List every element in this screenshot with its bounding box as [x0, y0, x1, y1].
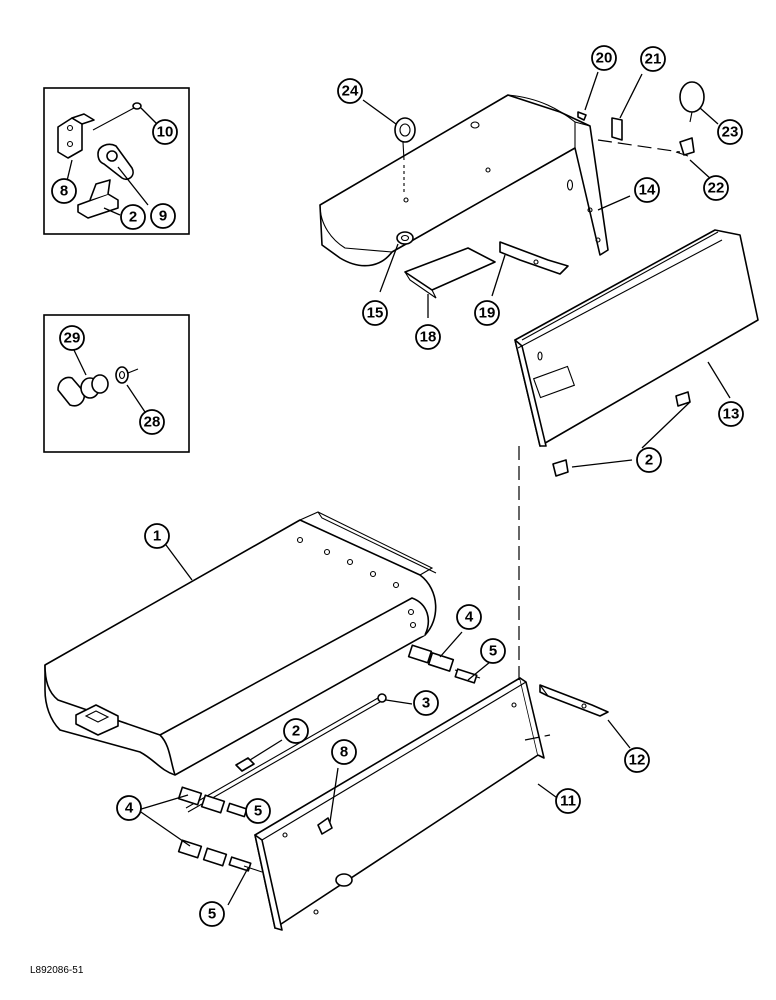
panel-item-13	[514, 229, 759, 477]
drawing-code: L892086-51	[30, 965, 84, 976]
callout-21: 21	[640, 46, 666, 72]
callout-number: 10	[157, 124, 174, 141]
callout-2: 2	[120, 204, 146, 230]
callout-number: 29	[64, 330, 81, 347]
callout-number: 14	[639, 182, 656, 199]
callout-22: 22	[703, 175, 729, 201]
callout-number: 2	[129, 209, 137, 226]
callout-number: 8	[340, 744, 348, 761]
callout-23: 23	[717, 119, 743, 145]
callout-number: 18	[420, 329, 437, 346]
callout-8: 8	[331, 739, 357, 765]
callout-14: 14	[634, 177, 660, 203]
callout-28: 28	[139, 409, 165, 435]
callout-number: 19	[479, 305, 496, 322]
callout-number: 11	[560, 793, 576, 810]
callout-number: 15	[367, 305, 384, 322]
door-panel-item-11	[254, 677, 561, 931]
callout-19: 19	[474, 300, 500, 326]
callout-9: 9	[150, 203, 176, 229]
hinge-hardware	[137, 631, 491, 906]
callout-10: 10	[152, 119, 178, 145]
callout-number: 4	[465, 609, 474, 626]
callout-1: 1	[144, 523, 170, 549]
callout-number: 24	[342, 83, 359, 100]
callout-number: 3	[422, 695, 430, 712]
callout-11: 11	[555, 788, 581, 814]
callout-18: 18	[415, 324, 441, 350]
assembly-centerline-upper	[597, 139, 681, 153]
callout-24: 24	[337, 78, 363, 104]
callout-29: 29	[59, 325, 85, 351]
callout-number: 20	[596, 50, 613, 67]
callout-number: 28	[144, 414, 161, 431]
callout-number: 22	[708, 180, 725, 197]
main-box-item-1	[44, 511, 437, 776]
callout-number: 8	[60, 183, 68, 200]
callout-5: 5	[245, 798, 271, 824]
callout-3: 3	[413, 690, 439, 716]
callout-4: 4	[456, 604, 482, 630]
grommet-item-15	[379, 231, 414, 293]
callout-number: 2	[645, 452, 653, 469]
callout-2: 2	[636, 447, 662, 473]
callout-number: 13	[723, 406, 740, 423]
callout-15: 15	[362, 300, 388, 326]
callout-2: 2	[283, 718, 309, 744]
callout-number: 21	[645, 51, 662, 68]
callout-number: 9	[159, 208, 167, 225]
callout-4: 4	[116, 795, 142, 821]
assembly-centerline-lower	[524, 734, 551, 741]
callout-number: 5	[489, 643, 497, 660]
light-assembly	[577, 71, 719, 181]
callout-number: 5	[254, 803, 262, 820]
inset-latch-parts	[43, 87, 190, 235]
callout-number: 23	[722, 124, 739, 141]
callout-number: 4	[125, 800, 134, 817]
callout-20: 20	[591, 45, 617, 71]
callout-number: 5	[208, 906, 216, 923]
callout-number: 1	[153, 528, 161, 545]
callout-number: 12	[629, 752, 646, 769]
callout-12: 12	[624, 747, 650, 773]
callout-8: 8	[51, 178, 77, 204]
callout-13: 13	[718, 401, 744, 427]
callout-5: 5	[199, 901, 225, 927]
knob-item-24	[362, 99, 416, 192]
bracket-item-19	[491, 241, 569, 297]
bracket-item-12	[539, 684, 631, 749]
callout-5: 5	[480, 638, 506, 664]
plate-item-18	[404, 247, 496, 318]
callout-number: 2	[292, 723, 300, 740]
upper-housing	[319, 94, 631, 267]
